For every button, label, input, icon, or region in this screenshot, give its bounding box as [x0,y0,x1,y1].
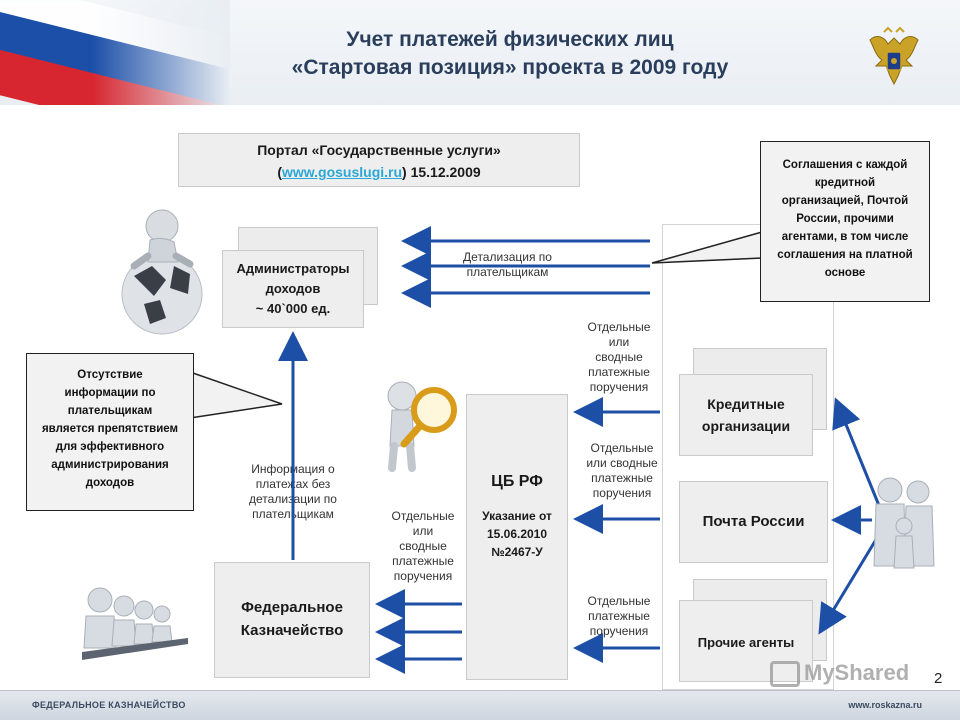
detail-label: Детализация по плательщикам [445,250,570,280]
pay-d-3: поручения [589,624,649,638]
russian-flag-graphic [0,0,230,105]
payment-label-post: Отдельные или сводные платежные поручени… [574,441,670,501]
post-label: Почта России [702,513,805,530]
pay-a-3: сводные [595,350,643,364]
call-center-figures-icon [82,587,188,660]
pay-c-5: поручения [393,569,453,583]
pay-a-5: поручения [589,380,649,394]
russian-post-box: Почта России [679,481,828,563]
other-agents-box: Прочие агенты [679,600,813,682]
cb-line-2: 15.06.2010 [486,527,548,541]
arrow-family-to-agents [818,532,882,635]
pay-a-2: или [608,335,630,349]
callout-right-line-2: кредитной [814,177,876,189]
page-number: 2 [934,670,943,687]
pay-a-1: Отдельные [587,320,651,334]
watermark-text: MyShared [804,660,910,685]
cb-title: ЦБ РФ [491,473,543,490]
myshared-watermark: MyShared [770,660,910,688]
pay-d-1: Отдельные [587,594,651,608]
magnifier-figure-icon [387,381,457,472]
admins-line-2: доходов [265,281,321,296]
family-figures-icon [873,477,935,569]
agents-label: Прочие агенты [697,635,795,650]
detail-label-line-1: Детализация по [463,250,552,264]
left-callout: Отсутствие информации по плательщикам яв… [26,353,194,511]
callout-left-line-4: является препятствием [41,423,179,435]
callout-right-line-6: соглашения на платной [777,249,913,261]
gosuslugi-link[interactable]: www.gosuslugi.ru [282,164,403,180]
pay-c-4: платежные [392,554,454,568]
admins-line-3: ~ 40`000 ед. [255,301,331,316]
play-icon [770,661,800,688]
pay-c-2: или [412,524,434,538]
callout-left-line-5: для эффективного [55,441,165,453]
credit-orgs-line-2: организации [701,418,791,434]
federal-treasury-box: Федеральное Казначейство [214,562,370,678]
left-callout-tail [189,370,283,419]
detail-label-line-2: плательщикам [466,265,549,279]
portal-title: Портал «Государственные услуги» [257,142,501,158]
cb-line-1: Указание от [482,509,552,523]
pay-b-2: или сводные [586,456,658,470]
callout-right-line-4: России, прочими [796,213,894,225]
portal-box: Портал «Государственные услуги» (www.gos… [178,133,580,187]
portal-date: ) 15.12.2009 [402,164,481,180]
pay-a-4: платежные [588,365,650,379]
right-callout: Соглашения с каждой кредитной организаци… [760,141,930,302]
cb-line-3: №2467-У [491,545,543,559]
footer-org-name: ФЕДЕРАЛЬНОЕ КАЗНАЧЕЙСТВО [32,700,186,710]
slide-footer: ФЕДЕРАЛЬНОЕ КАЗНАЧЕЙСТВО www.roskazna.ru [0,690,960,720]
treasury-line-2: Казначейство [240,622,344,639]
title-line-2: «Стартовая позиция» проекта в 2009 году [291,56,729,79]
payment-label-cb: Отдельные или сводные платежные поручени… [378,509,468,584]
payment-label-credit: Отдельные или сводные платежные поручени… [574,320,664,395]
title-line-1: Учет платежей физических лиц [346,28,674,51]
pay-d-2: платежные [588,609,650,623]
callout-right-line-3: организацией, Почтой [781,195,909,207]
credit-orgs-line-1: Кредитные [707,396,785,412]
portal-paren: ( [277,164,282,180]
double-headed-eagle-emblem-icon [869,26,919,86]
pay-b-1: Отдельные [590,441,654,455]
admins-line-1: Администраторы [236,261,350,276]
pay-b-4: поручения [592,486,652,500]
credit-organizations-box: Кредитные организации [679,374,813,456]
callout-right-line-1: Соглашения с каждой [782,159,908,171]
slide-title: Учет платежей физических лиц «Стартовая … [250,26,770,82]
callout-right-line-5: агентами, в том числе [781,231,909,243]
callout-left-line-6: администрирования [51,459,169,471]
right-callout-tail [651,231,763,264]
callout-left-line-2: информации по [64,387,156,399]
footer-website: www.roskazna.ru [848,700,922,710]
slide-header: Учет платежей физических лиц «Стартовая … [0,0,960,105]
pay-b-3: платежные [591,471,653,485]
payment-label-agents: Отдельные платежные поручения [574,594,664,639]
callout-left-line-7: доходов [85,477,135,489]
central-bank-box: ЦБ РФ Указание от 15.06.2010 №2467-У [466,394,568,680]
callout-right-line-7: основе [824,267,866,279]
thinker-on-ball-figure-icon [121,209,203,335]
pay-c-3: сводные [399,539,447,553]
treasury-line-1: Федеральное [241,599,343,616]
arrow-family-to-credit [832,397,882,509]
admins-box: Администраторы доходов ~ 40`000 ед. [222,250,364,328]
callout-left-line-1: Отсутствие [77,369,143,381]
callout-left-line-3: плательщикам [67,405,153,417]
pay-c-1: Отдельные [391,509,455,523]
